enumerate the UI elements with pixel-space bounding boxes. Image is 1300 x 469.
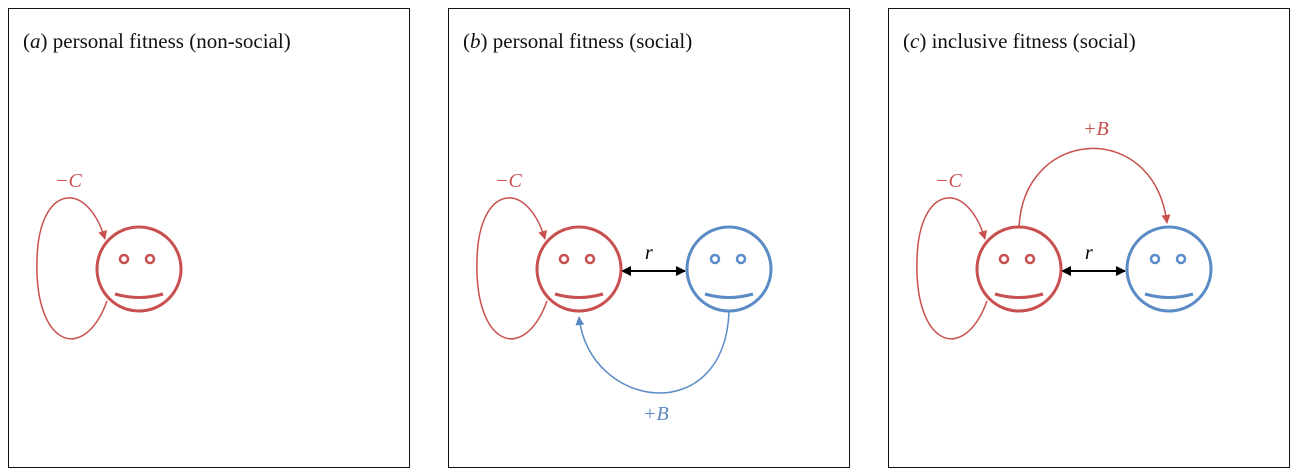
panel-a-title-text: personal fitness (non-social) [52,29,291,53]
focal-individual-smiley [975,225,1063,313]
right-eye [1024,253,1036,265]
focal-individual-smiley [95,225,183,313]
panel-a-letter: a [30,29,41,53]
right-eye [144,253,156,265]
panel-b-letter: b [470,29,481,53]
panel-b-personal-fitness-social: (b) personal fitness (social) [448,8,850,468]
partner-individual-smiley [1125,225,1213,313]
focal-individual-smiley [535,225,623,313]
benefit-label: +B [1083,118,1109,140]
mouth [114,292,164,299]
panel-c-inclusive-fitness-social: (c) inclusive fitness (social) [888,8,1290,468]
left-eye [1149,253,1161,265]
panel-c-title: (c) inclusive fitness (social) [903,29,1136,53]
cost-label: −C [935,170,962,192]
right-eye [584,253,596,265]
mouth [554,292,604,299]
partner-individual-smiley [685,225,773,313]
mouth [1144,292,1194,299]
mouth [994,292,1044,299]
panel-c-letter: c [910,29,920,53]
panel-a-title: (a) personal fitness (non-social) [23,29,291,53]
left-eye [558,253,570,265]
cost-loop-arrow [476,197,548,340]
panel-b-title-text: personal fitness (social) [492,29,693,53]
panel-a-diagram: −C [36,170,183,340]
panel-a-personal-fitness-non-social: (a) personal fitness (non-social) −C [8,8,410,468]
panel-b-title: (b) personal fitness (social) [463,29,693,53]
benefit-arrow [575,311,730,394]
mouth [704,292,754,299]
benefit-label: +B [643,403,669,425]
panel-c-diagram: −C r +B [916,118,1213,340]
panel-b-diagram: −C r +B [476,170,773,425]
left-eye [998,253,1010,265]
left-eye [118,253,130,265]
cost-loop-arrow [36,197,108,340]
cost-loop-arrow [916,197,988,340]
cost-label: −C [495,170,522,192]
cost-label: −C [55,170,82,192]
right-eye [735,253,747,265]
relatedness-label: r [1085,242,1093,264]
panel-c-title-text: inclusive fitness (social) [931,29,1136,53]
benefit-arrow [1018,147,1171,228]
relatedness-label: r [645,242,653,264]
left-eye [709,253,721,265]
right-eye [1175,253,1187,265]
